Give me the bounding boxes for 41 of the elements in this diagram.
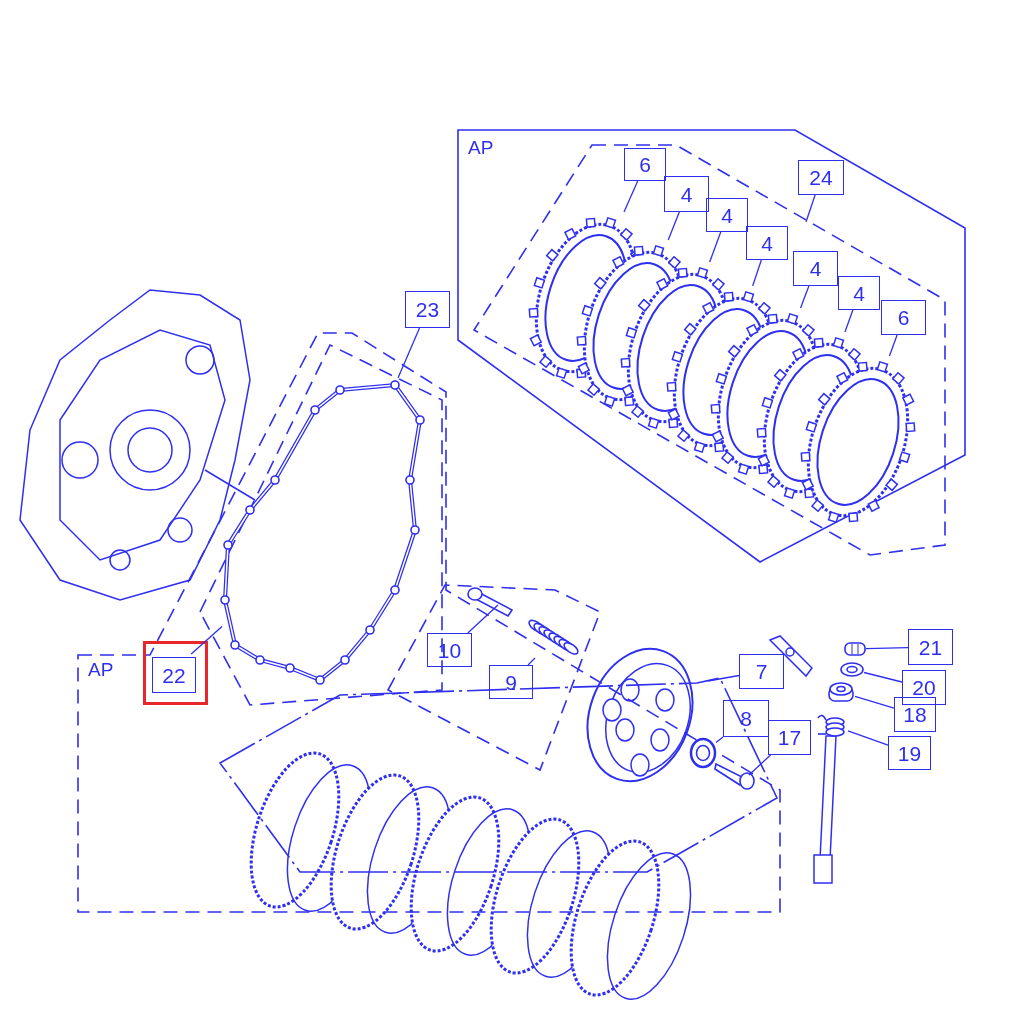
leader-line <box>190 625 223 655</box>
leader-line <box>397 327 421 379</box>
group-label: AP <box>88 660 114 679</box>
leader-line <box>527 657 536 666</box>
callout-number: 23 <box>405 291 450 328</box>
leader-line <box>467 604 499 634</box>
leader-line <box>799 285 810 309</box>
callout-number: 22 <box>152 657 196 693</box>
callout-number: 18 <box>894 697 936 732</box>
leader-line <box>888 334 898 357</box>
callout-number: 8 <box>723 700 769 737</box>
leader-line <box>844 309 854 333</box>
leader-line <box>865 646 909 650</box>
leader-line <box>752 259 762 287</box>
callout-number: 4 <box>793 251 838 286</box>
callout-number: 17 <box>768 720 811 755</box>
highlight-frame <box>143 641 208 705</box>
group-label: AP <box>468 138 494 157</box>
leader-line <box>707 674 740 682</box>
leader-line <box>863 671 903 683</box>
leader-line <box>847 730 889 746</box>
callout-number: 4 <box>664 176 709 212</box>
callout-number: 4 <box>838 276 880 310</box>
callout-number: 21 <box>908 629 953 665</box>
callout-number: 4 <box>746 226 788 260</box>
leader-line <box>623 180 639 213</box>
callout-number: 24 <box>798 160 844 195</box>
callout-number: 7 <box>739 654 784 689</box>
leader-line <box>854 695 895 709</box>
callout-number: 6 <box>881 300 926 335</box>
leader-line <box>805 194 816 223</box>
callout-number: 6 <box>624 148 666 181</box>
leader-line <box>715 736 724 744</box>
leader-line <box>748 754 772 776</box>
leader-line <box>709 231 722 263</box>
callout-number: 10 <box>427 633 472 667</box>
callout-number: 4 <box>706 198 748 232</box>
leader-line <box>667 211 680 241</box>
callout-number: 19 <box>888 736 931 770</box>
callout-number: 20 <box>902 670 946 705</box>
callout-number: 9 <box>489 665 533 699</box>
